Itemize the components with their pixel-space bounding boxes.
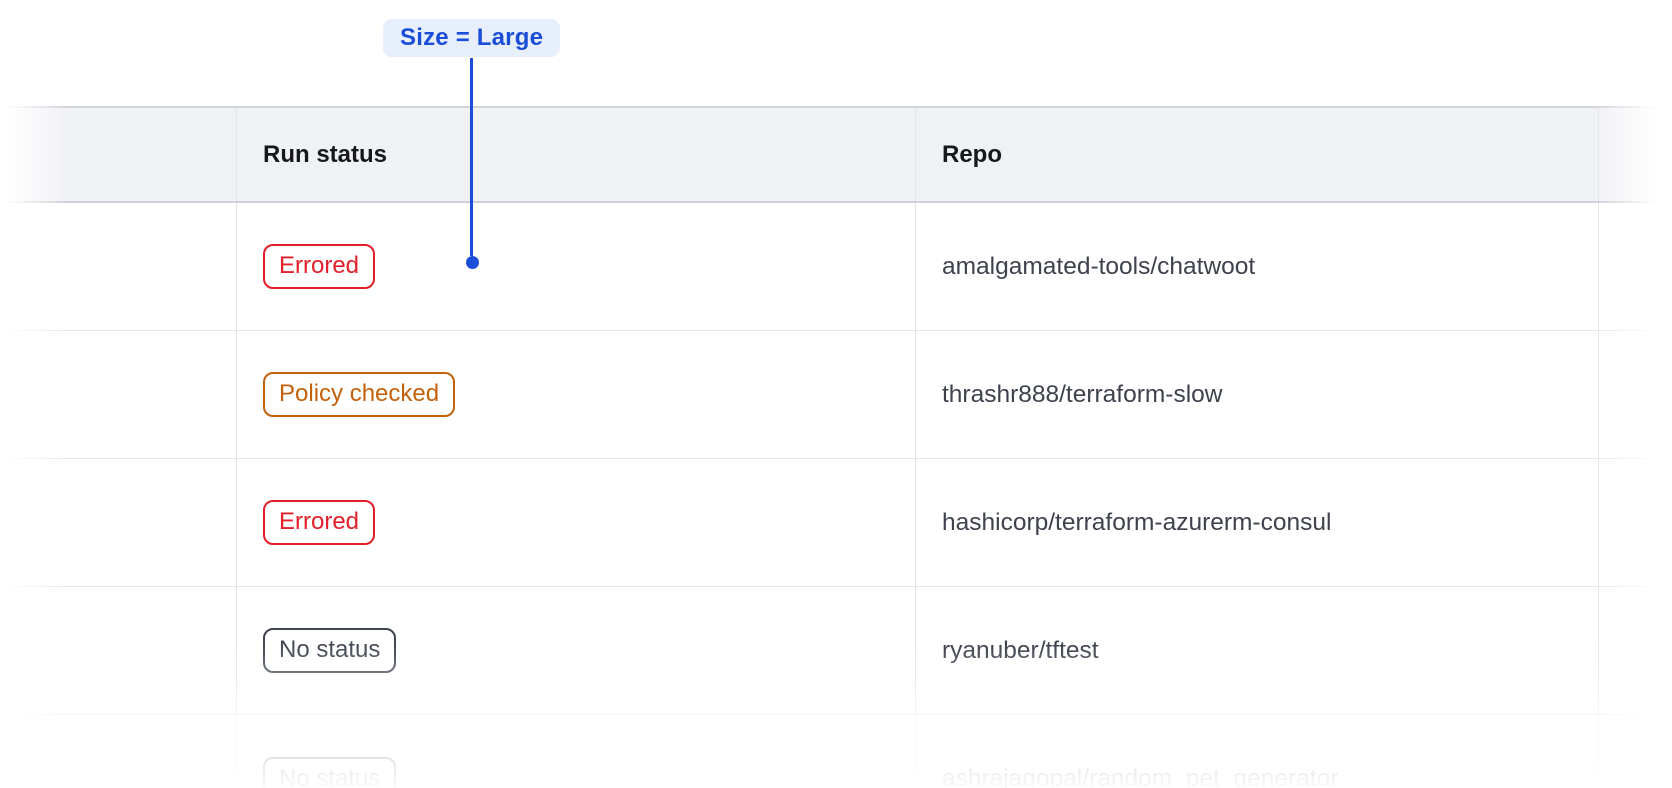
run-status-cell: Errored xyxy=(237,459,916,586)
row-trailing-cell xyxy=(1599,331,1672,458)
row-leading-cell xyxy=(0,587,237,714)
run-status-cell: Errored xyxy=(237,203,916,330)
row-trailing-cell xyxy=(1599,203,1672,330)
column-header-empty xyxy=(0,108,237,201)
run-status-cell: No status xyxy=(237,587,916,714)
annotation-connector-dot xyxy=(466,256,479,269)
table-row[interactable]: Policy checked thrashr888/terraform-slow xyxy=(0,331,1672,459)
row-leading-cell xyxy=(0,715,237,788)
column-header-overflow xyxy=(1599,108,1672,201)
size-annotation-label: Size = Large xyxy=(383,19,561,57)
table-row[interactable]: Errored hashicorp/terraform-azurerm-consu… xyxy=(0,459,1672,587)
repo-cell: hashicorp/terraform-azurerm-consul xyxy=(916,459,1599,586)
repo-cell: amalgamated-tools/chatwoot xyxy=(916,203,1599,330)
table-row[interactable]: No status ashrajagopal/random_pet_generat… xyxy=(0,715,1672,788)
column-header-repo: Repo xyxy=(916,108,1599,201)
run-status-cell: No status xyxy=(237,715,916,788)
row-trailing-cell xyxy=(1599,587,1672,714)
run-status-badge: Errored xyxy=(263,500,376,545)
annotation-connector-line xyxy=(470,58,473,256)
column-header-run-status: Run status xyxy=(237,108,916,201)
row-leading-cell xyxy=(0,459,237,586)
run-status-badge: No status xyxy=(263,756,397,788)
row-leading-cell xyxy=(0,331,237,458)
repo-cell: ryanuber/tftest xyxy=(916,587,1599,714)
run-status-badge: No status xyxy=(263,628,397,673)
repo-cell: ashrajagopal/random_pet_generator xyxy=(916,715,1599,788)
run-status-badge: Errored xyxy=(263,244,376,289)
table-row[interactable]: No status ryanuber/tftest xyxy=(0,587,1672,715)
row-trailing-cell xyxy=(1599,459,1672,586)
repo-cell: thrashr888/terraform-slow xyxy=(916,331,1599,458)
runs-table: Run status Repo Errored amalgamated-tools… xyxy=(0,106,1672,788)
run-status-badge: Policy checked xyxy=(263,372,456,417)
table-header-row: Run status Repo xyxy=(0,106,1672,203)
table-row[interactable]: Errored amalgamated-tools/chatwoot xyxy=(0,203,1672,331)
row-trailing-cell xyxy=(1599,715,1672,788)
run-status-cell: Policy checked xyxy=(237,331,916,458)
row-leading-cell xyxy=(0,203,237,330)
